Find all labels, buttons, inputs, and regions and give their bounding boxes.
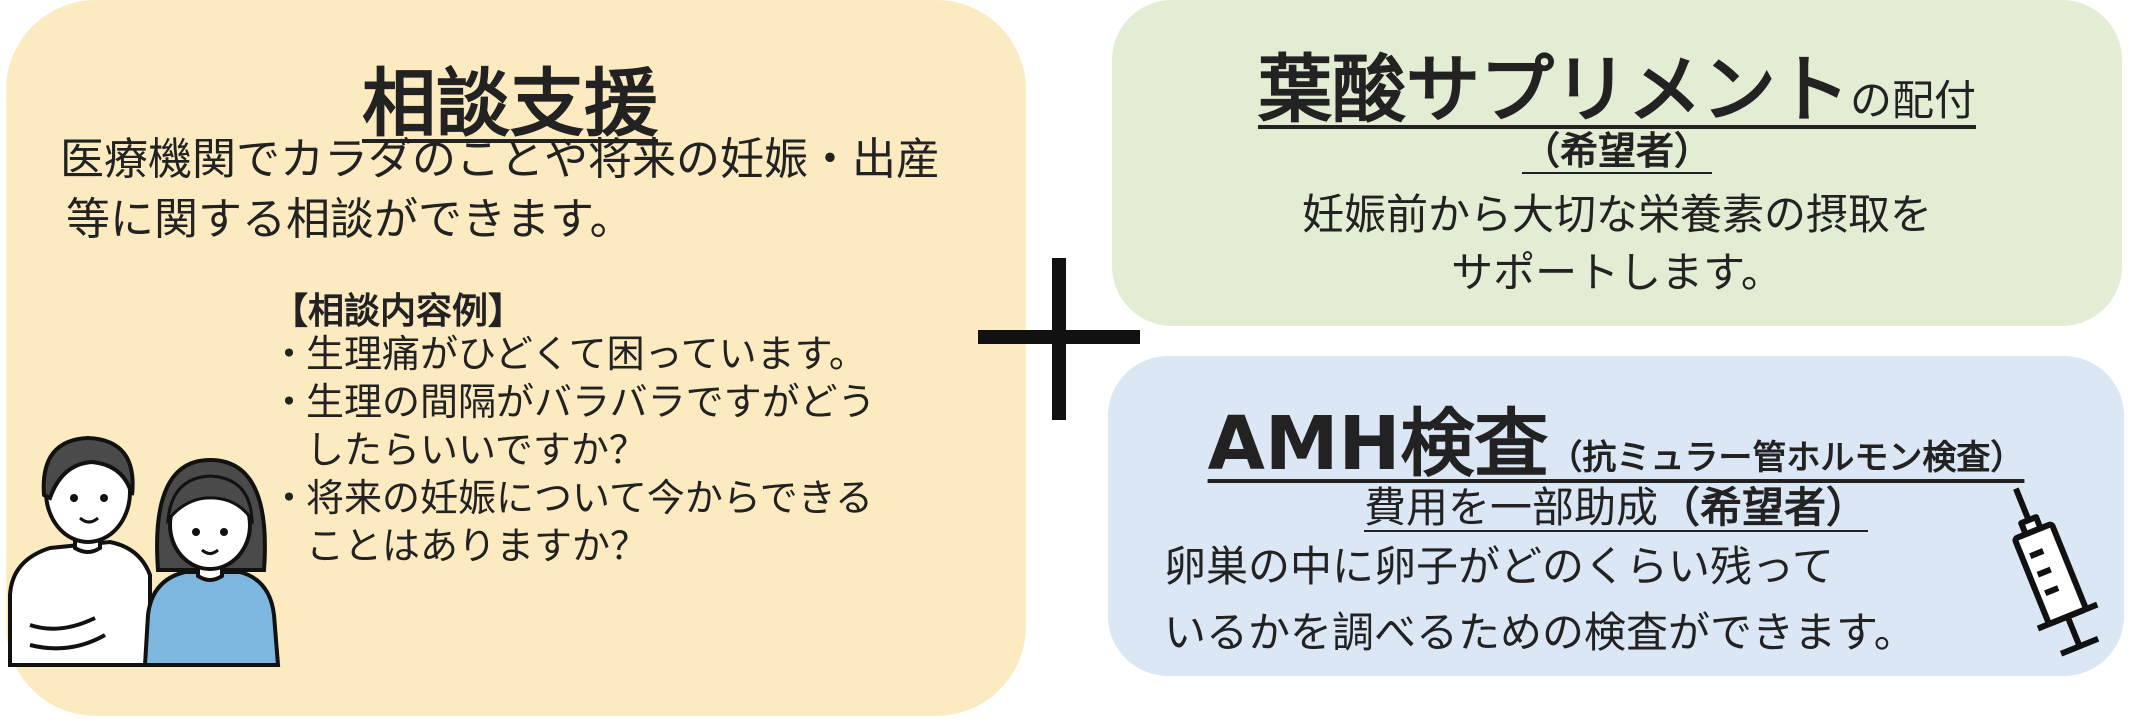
folic-acid-title: 葉酸サプリメントの配付 <box>1112 30 2122 137</box>
folic-acid-panel <box>1112 0 2122 326</box>
folic-desc-line-1: 妊娠前から大切な栄養素の摂取を <box>1301 190 1932 239</box>
folic-acid-subtitle: （希望者） <box>1521 129 1712 173</box>
amh-desc-line-2: いるかを調べるための検査ができます。 <box>1164 608 1916 657</box>
list-item-continuation: ことはありますか？ <box>306 524 649 568</box>
folic-acid-title-suffix: の配付 <box>1849 76 1976 125</box>
list-item-continuation: したらいいですか？ <box>306 428 647 472</box>
amh-title-main: AMH検査 <box>1207 401 1549 487</box>
plus-icon-bar <box>978 330 1140 344</box>
syringe-icon <box>2012 487 2100 657</box>
amh-description: 卵巣の中に卵子がどのくらい残って いるかを調べるための検査ができます。 <box>1164 534 1916 666</box>
list-item: 生理の間隔がバラバラですがどう <box>270 378 876 426</box>
amh-subtitle-normal: 費用を一部助成 <box>1363 483 1658 532</box>
man-hair-icon <box>41 435 135 501</box>
amh-desc-line-1: 卵巣の中に卵子がどのくらい残って <box>1164 542 1834 591</box>
folic-acid-title-main: 葉酸サプリメント <box>1257 47 1850 133</box>
woman-shirt-icon <box>142 570 281 667</box>
amh-subtitle: 費用を一部助成（希望者） <box>1108 474 2124 535</box>
examples-list: 生理痛がひどくて困っています。 生理の間隔がバラバラですがどう したらいいですか… <box>270 330 876 570</box>
consultation-desc-line-2: 等に関する相談ができます。 <box>66 194 634 245</box>
couple-illustration-icon <box>8 435 281 667</box>
amh-subtitle-bold: （希望者） <box>1658 483 1869 532</box>
amh-title-suffix: （抗ミュラー管ホルモン検査） <box>1548 438 2025 478</box>
list-item: 生理痛がひどくて困っています。 <box>270 330 876 378</box>
consultation-title: 相談支援 <box>362 61 658 147</box>
folic-acid-title-underlined: 葉酸サプリメントの配付 <box>1258 47 1976 133</box>
list-item: 将来の妊娠について今からできる <box>270 474 876 522</box>
examples-heading: 【相談内容例】 <box>272 291 525 332</box>
folic-desc-line-2: サポートします。 <box>1451 248 1783 297</box>
consultation-desc-line-1: 医療機関でカラダのことや将来の妊娠・出産 <box>60 134 940 185</box>
amh-title: AMH検査（抗ミュラー管ホルモン検査） <box>1108 384 2124 491</box>
consultation-description: 医療機関でカラダのことや将来の妊娠・出産 等に関する相談ができます。 <box>60 130 940 250</box>
folic-acid-description: 妊娠前から大切な栄養素の摂取を サポートします。 <box>1112 186 2122 302</box>
amh-panel <box>1108 356 2124 676</box>
